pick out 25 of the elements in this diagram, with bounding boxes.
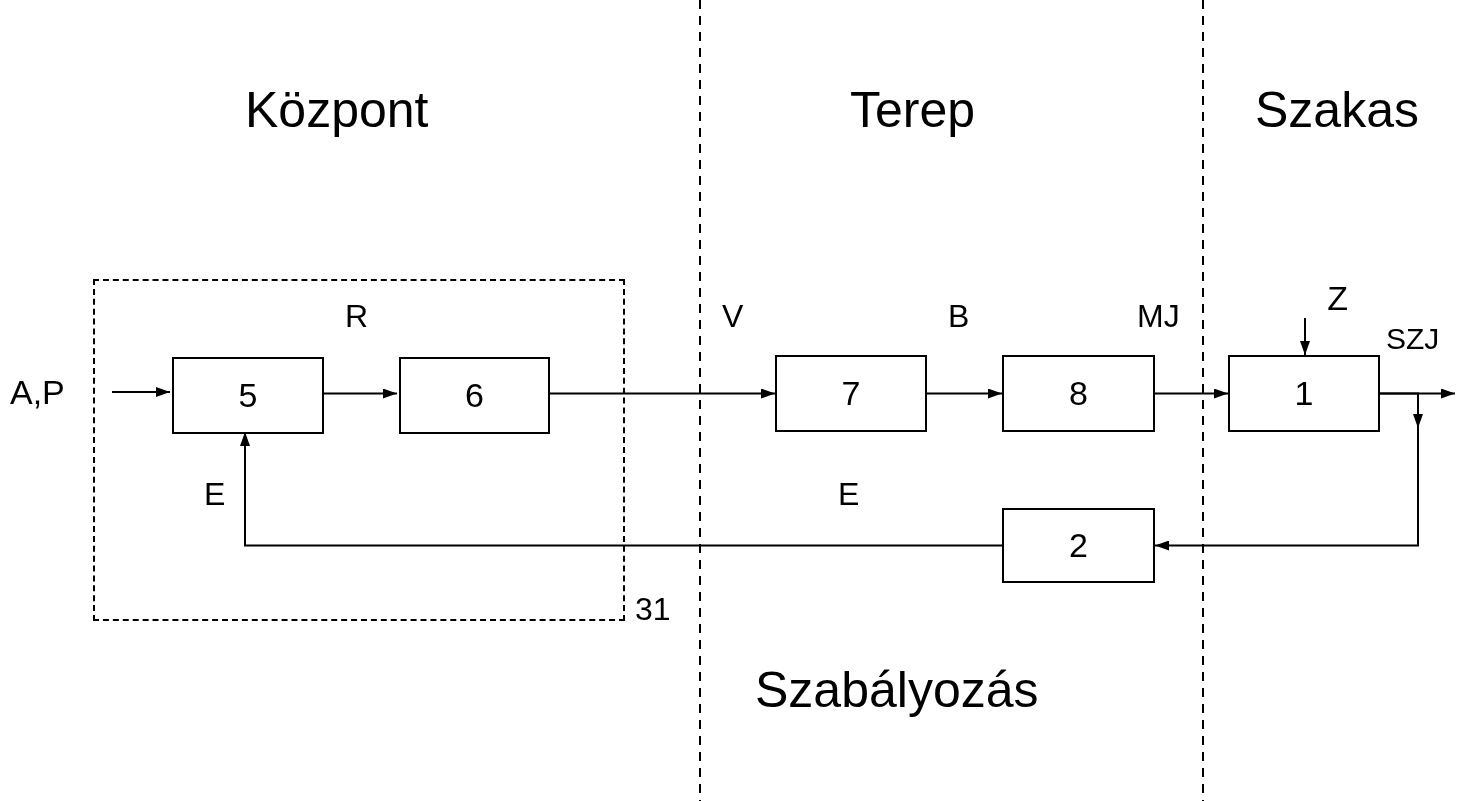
block-box: 8 [1002,355,1155,432]
block-box: 1 [1228,355,1380,432]
block-box: 2 [1002,508,1155,583]
arrow [111,387,171,397]
section-heading: Terep [850,85,976,135]
block-box: 7 [775,355,927,432]
block-box: 5 [172,357,324,434]
signal-label: B [948,300,970,332]
arrow [1154,388,1229,399]
arrow [926,388,1003,399]
group-number: 31 [635,593,671,625]
signal-label: E [204,478,226,510]
signal-label: MJ [1137,300,1180,332]
block-box: 6 [399,357,550,434]
signal-label: R [345,300,369,332]
signal-text: Z [1298,278,1348,318]
dashed-group-box [93,279,625,621]
signal-label: E [838,478,860,510]
signal-label: SZJ [1386,324,1440,354]
arrow [1300,317,1310,356]
signal-text: A,P [10,368,110,416]
section-heading: Szabályozás [755,665,1039,715]
signal-label: V [722,300,744,332]
section-heading: Központ [245,85,429,135]
section-heading: Szakas [1255,85,1419,135]
